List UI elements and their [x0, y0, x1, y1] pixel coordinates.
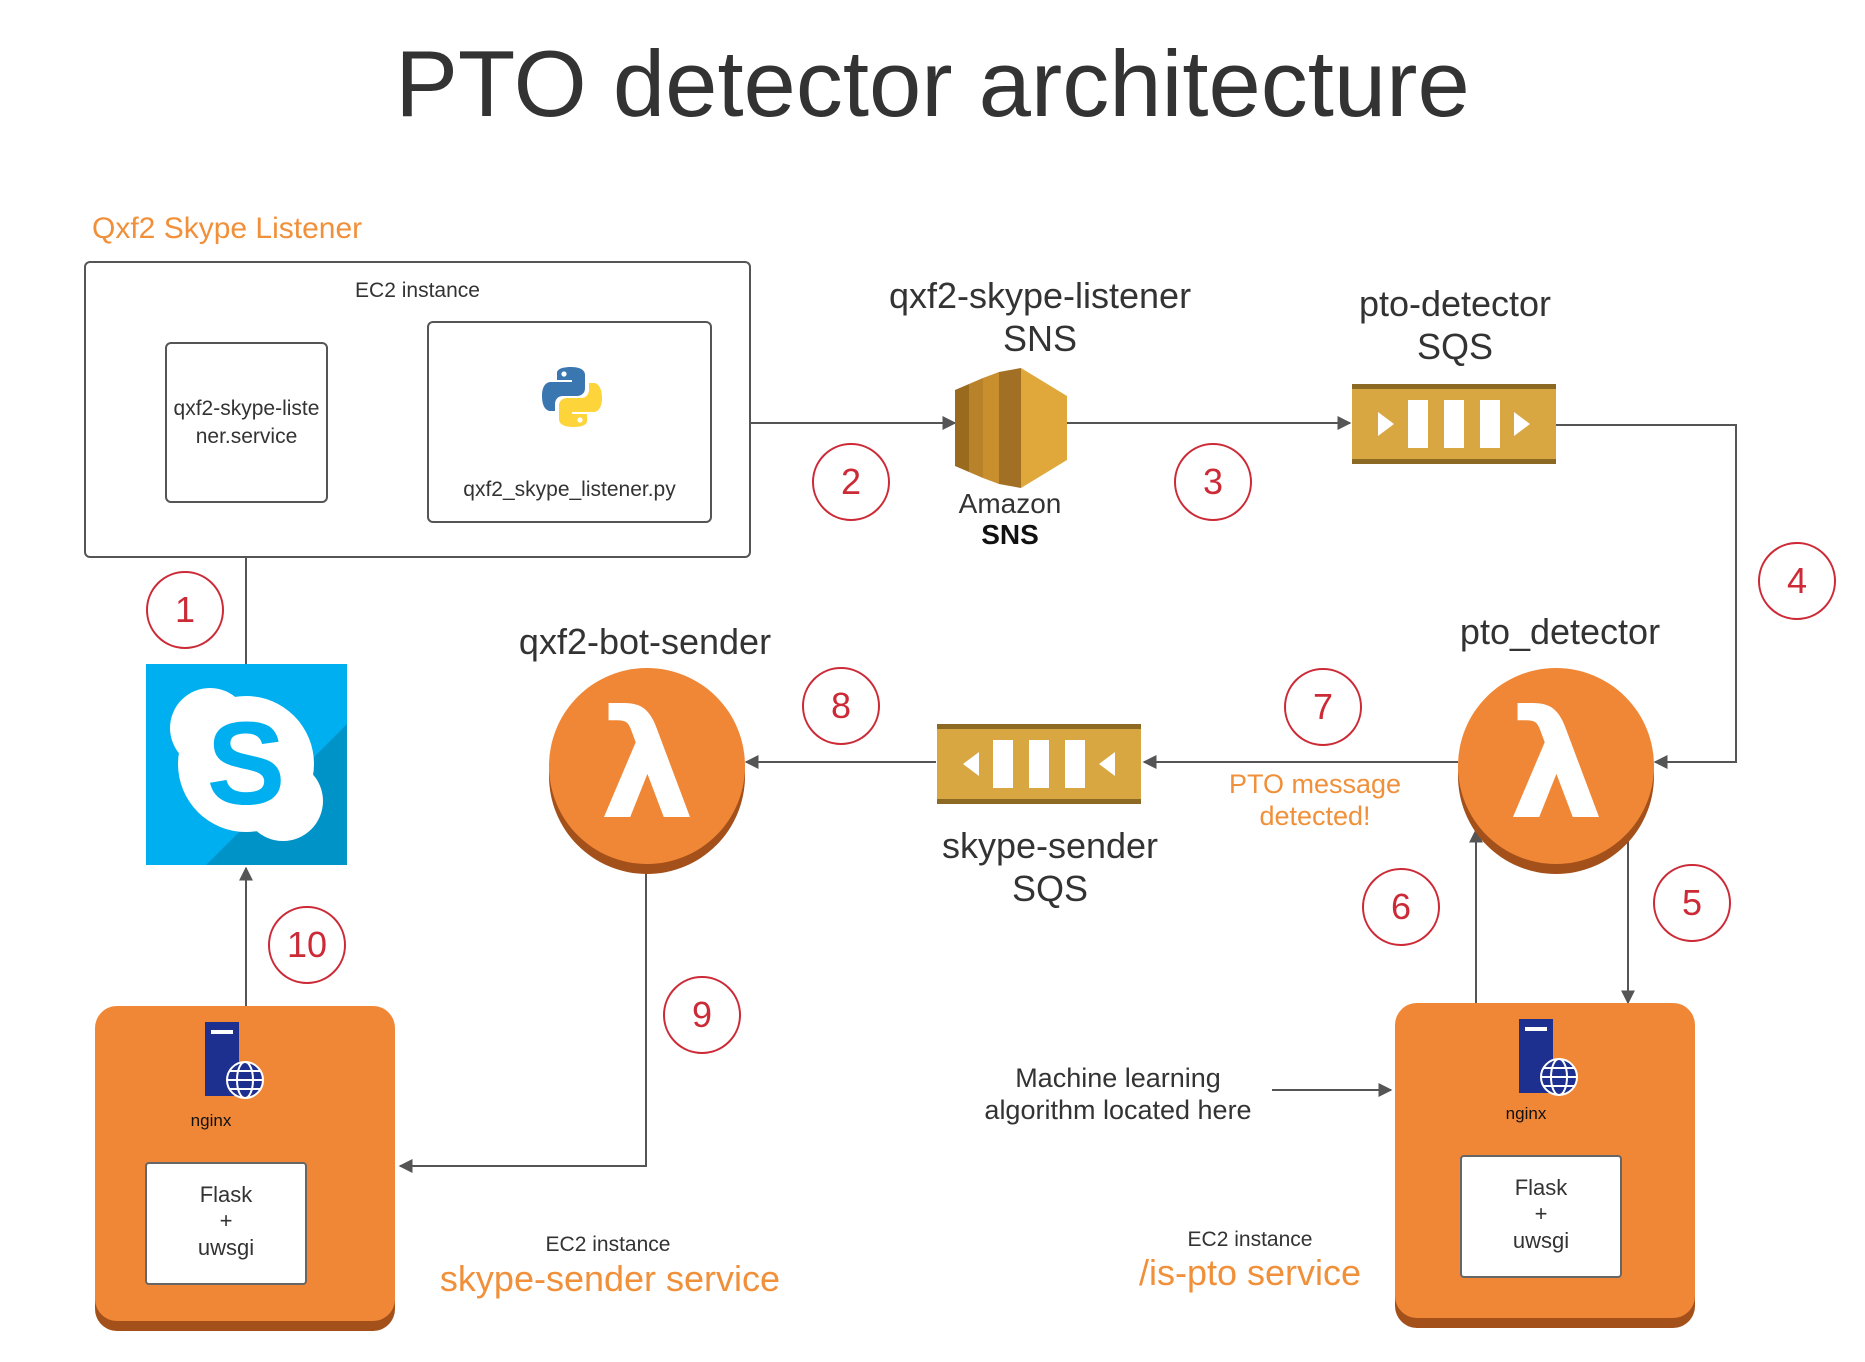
sns-type: SNS [1002, 318, 1078, 360]
skype-logo-graphic: S [170, 688, 347, 865]
step-2-badge: 2 [812, 443, 890, 521]
flask-uwsgi-box: Flask + uwsgi [145, 1162, 307, 1285]
flask-uwsgi-box: Flask + uwsgi [1460, 1155, 1622, 1278]
skype-sender-ec2-label: EC2 instance [545, 1233, 671, 1256]
step-4-badge: 4 [1758, 542, 1836, 620]
listener-group-title: Qxf2 Skype Listener [92, 212, 363, 245]
step-1-badge: 1 [146, 571, 224, 649]
step-10-badge: 10 [268, 906, 346, 984]
sqs-icon [1352, 384, 1556, 464]
sqs-icon [937, 724, 1141, 804]
listener-ec2-label: EC2 instance [355, 279, 480, 302]
step-5-badge: 5 [1653, 864, 1731, 942]
sqs-sender-type: SQS [1011, 868, 1089, 910]
skype-icon: S [146, 664, 347, 865]
lambda-icon: λ [1458, 668, 1654, 864]
sqs-detector-title: pto-detector SQS [1300, 282, 1610, 368]
flask-line3: uwsgi [1512, 1227, 1570, 1253]
ml-note-line2: algorithm located here [984, 1095, 1252, 1126]
ispto-ec2-label: EC2 instance [1187, 1228, 1313, 1251]
page-title: PTO detector architecture [395, 31, 1470, 136]
flask-line3: uwsgi [197, 1234, 255, 1260]
server-globe-icon [205, 1022, 264, 1099]
arrow-bot-to-sender-service [398, 868, 647, 1173]
step-8-badge: 8 [802, 667, 880, 745]
ml-note-line1: Machine learning [1015, 1063, 1221, 1093]
pto-message-line2: detected! [1259, 801, 1371, 832]
python-script-label: qxf2_skype_listener.py [463, 478, 676, 501]
flask-line1: Flask [199, 1182, 253, 1207]
lambda-icon: λ [549, 668, 745, 864]
listener-service-label: qxf2-skype-listener.service [173, 397, 320, 448]
lambda-sender-symbol: λ [599, 679, 695, 853]
sqs-detector-name: pto-detector [1358, 283, 1552, 324]
python-icon [542, 367, 602, 427]
pto-message-label: PTO message detected! [1190, 768, 1440, 833]
lambda-detector-title: pto_detector [1459, 611, 1661, 652]
step-3-badge: 3 [1174, 443, 1252, 521]
sqs-sender-title: skype-sender SQS [900, 824, 1200, 910]
skype-sender-ec2: nginx Flask + uwsgi [95, 1006, 395, 1321]
flask-line2: + [1534, 1201, 1548, 1227]
amazon-sns-logo-text: Amazon SNS [945, 488, 1075, 551]
python-script-box: qxf2_skype_listener.py [427, 321, 712, 523]
lambda-detector-symbol: λ [1508, 679, 1604, 853]
server-globe-icon [1519, 1019, 1578, 1096]
ispto-service-title: /is-pto service [1138, 1252, 1362, 1293]
sqs-sender-name: skype-sender [941, 825, 1159, 866]
amazon-sns-icon [955, 368, 1067, 488]
flask-line2: + [219, 1208, 233, 1234]
lambda-sender-title: qxf2-bot-sender [518, 621, 772, 662]
arrow-sqs-to-detector [1556, 424, 1737, 769]
skype-sender-service-title: skype-sender service [439, 1258, 781, 1299]
svg-text:S: S [207, 698, 286, 830]
pto-message-line1: PTO message [1228, 769, 1402, 799]
sqs-detector-type: SQS [1416, 326, 1494, 368]
ml-note: Machine learning algorithm located here [968, 1062, 1268, 1127]
amazon-sns-logo-line1: Amazon [958, 488, 1062, 519]
step-7-badge: 7 [1284, 668, 1362, 746]
ispto-ec2: nginx Flask + uwsgi [1395, 1003, 1695, 1318]
sns-name: qxf2-skype-listener [888, 275, 1192, 316]
flask-line1: Flask [1514, 1175, 1568, 1200]
nginx-label: nginx [190, 1111, 232, 1130]
listener-service-box: qxf2-skype-listener.service [165, 342, 328, 503]
sns-title: qxf2-skype-listener SNS [860, 274, 1220, 360]
step-6-badge: 6 [1362, 868, 1440, 946]
nginx-label: nginx [1505, 1104, 1547, 1123]
amazon-sns-logo-line2: SNS [981, 518, 1039, 550]
step-9-badge: 9 [663, 976, 741, 1054]
